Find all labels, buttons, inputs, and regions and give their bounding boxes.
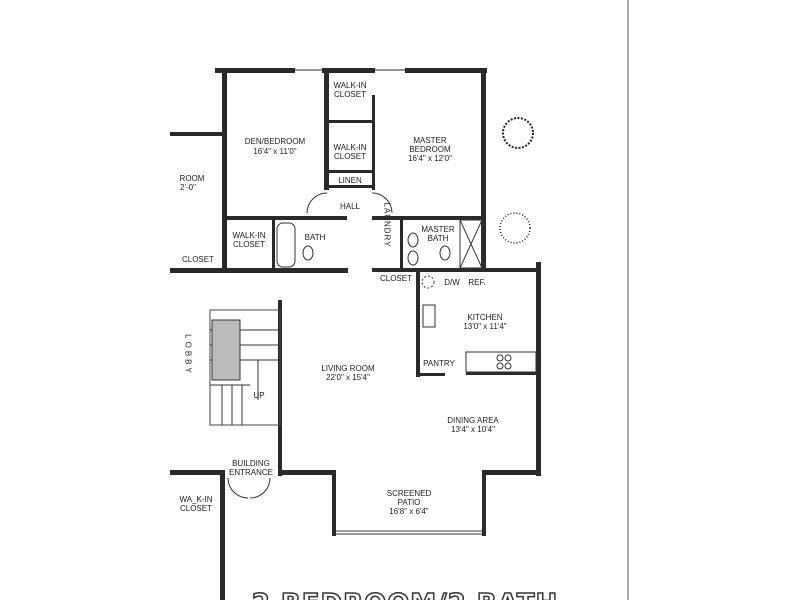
patio-label: SCREENED — [387, 489, 432, 498]
tree-icon — [502, 117, 534, 149]
walkin-closet-label: WALK-IN — [333, 143, 366, 152]
den-label: DEN/BEDROOM — [245, 137, 306, 146]
walkin-closet-label: WA_K-IN — [179, 495, 212, 504]
closet-label: CLOSET — [182, 255, 214, 264]
room-partial-size: 2'-0" — [180, 183, 196, 192]
entrance-label: BUILDING — [232, 459, 270, 468]
hall-label: HALL — [340, 202, 361, 211]
walkin-closet-label: CLOSET — [334, 90, 366, 99]
walkin-closet-label: WALK-IN — [232, 231, 265, 240]
master-label: MASTER — [413, 136, 447, 145]
closet-label: CLOSET — [380, 274, 412, 283]
pantry-label: PANTRY — [423, 359, 455, 368]
plan-title: 2 BEDROOM/2 BATH — [252, 589, 558, 600]
dishwasher-label: D/W — [444, 278, 460, 287]
walkin-closet-label: CLOSET — [334, 152, 366, 161]
walkin-closet-label: CLOSET — [233, 240, 265, 249]
planter — [211, 319, 241, 381]
living-room-label: LIVING ROOM — [321, 364, 375, 373]
linen-label: LINEN — [338, 176, 362, 185]
walls — [170, 68, 541, 600]
entrance-label: ENTRANCE — [229, 468, 273, 477]
stairs-up-label: UP — [253, 391, 264, 400]
living-room-size: 22'0" x 15'4" — [326, 373, 370, 382]
walkin-closet-label: WALK-IN — [333, 81, 366, 90]
patio-size: 16'8" x 6'4" — [389, 507, 429, 516]
bath-label: BATH — [305, 233, 326, 242]
refrigerator-label: REF. — [468, 278, 485, 287]
tree-icon — [499, 212, 531, 244]
den-size: 16'4" x 11'0" — [253, 147, 296, 156]
walkin-closet-label: CLOSET — [180, 504, 212, 513]
laundry-label: LAUNDRY — [383, 202, 392, 247]
master-label: BEDROOM — [409, 145, 451, 154]
lobby-label: LOBBY — [184, 334, 193, 376]
master-size: 16'4" x 12'0" — [408, 154, 452, 163]
dining-size: 13'4" x 10'4" — [451, 425, 495, 434]
dining-label: DINING AREA — [447, 416, 499, 425]
master-bath-label: MASTER — [421, 225, 455, 234]
room-labels: DEN/BEDROOM 16'4" x 11'0" WALK-IN CLOSET… — [179, 81, 506, 516]
master-bath-label: BATH — [428, 234, 449, 243]
patio-label: PATIO — [398, 498, 421, 507]
kitchen-size: 13'0" x 11'4" — [463, 322, 506, 331]
room-partial-label: ROOM — [180, 174, 205, 183]
kitchen-label: KITCHEN — [467, 313, 502, 322]
